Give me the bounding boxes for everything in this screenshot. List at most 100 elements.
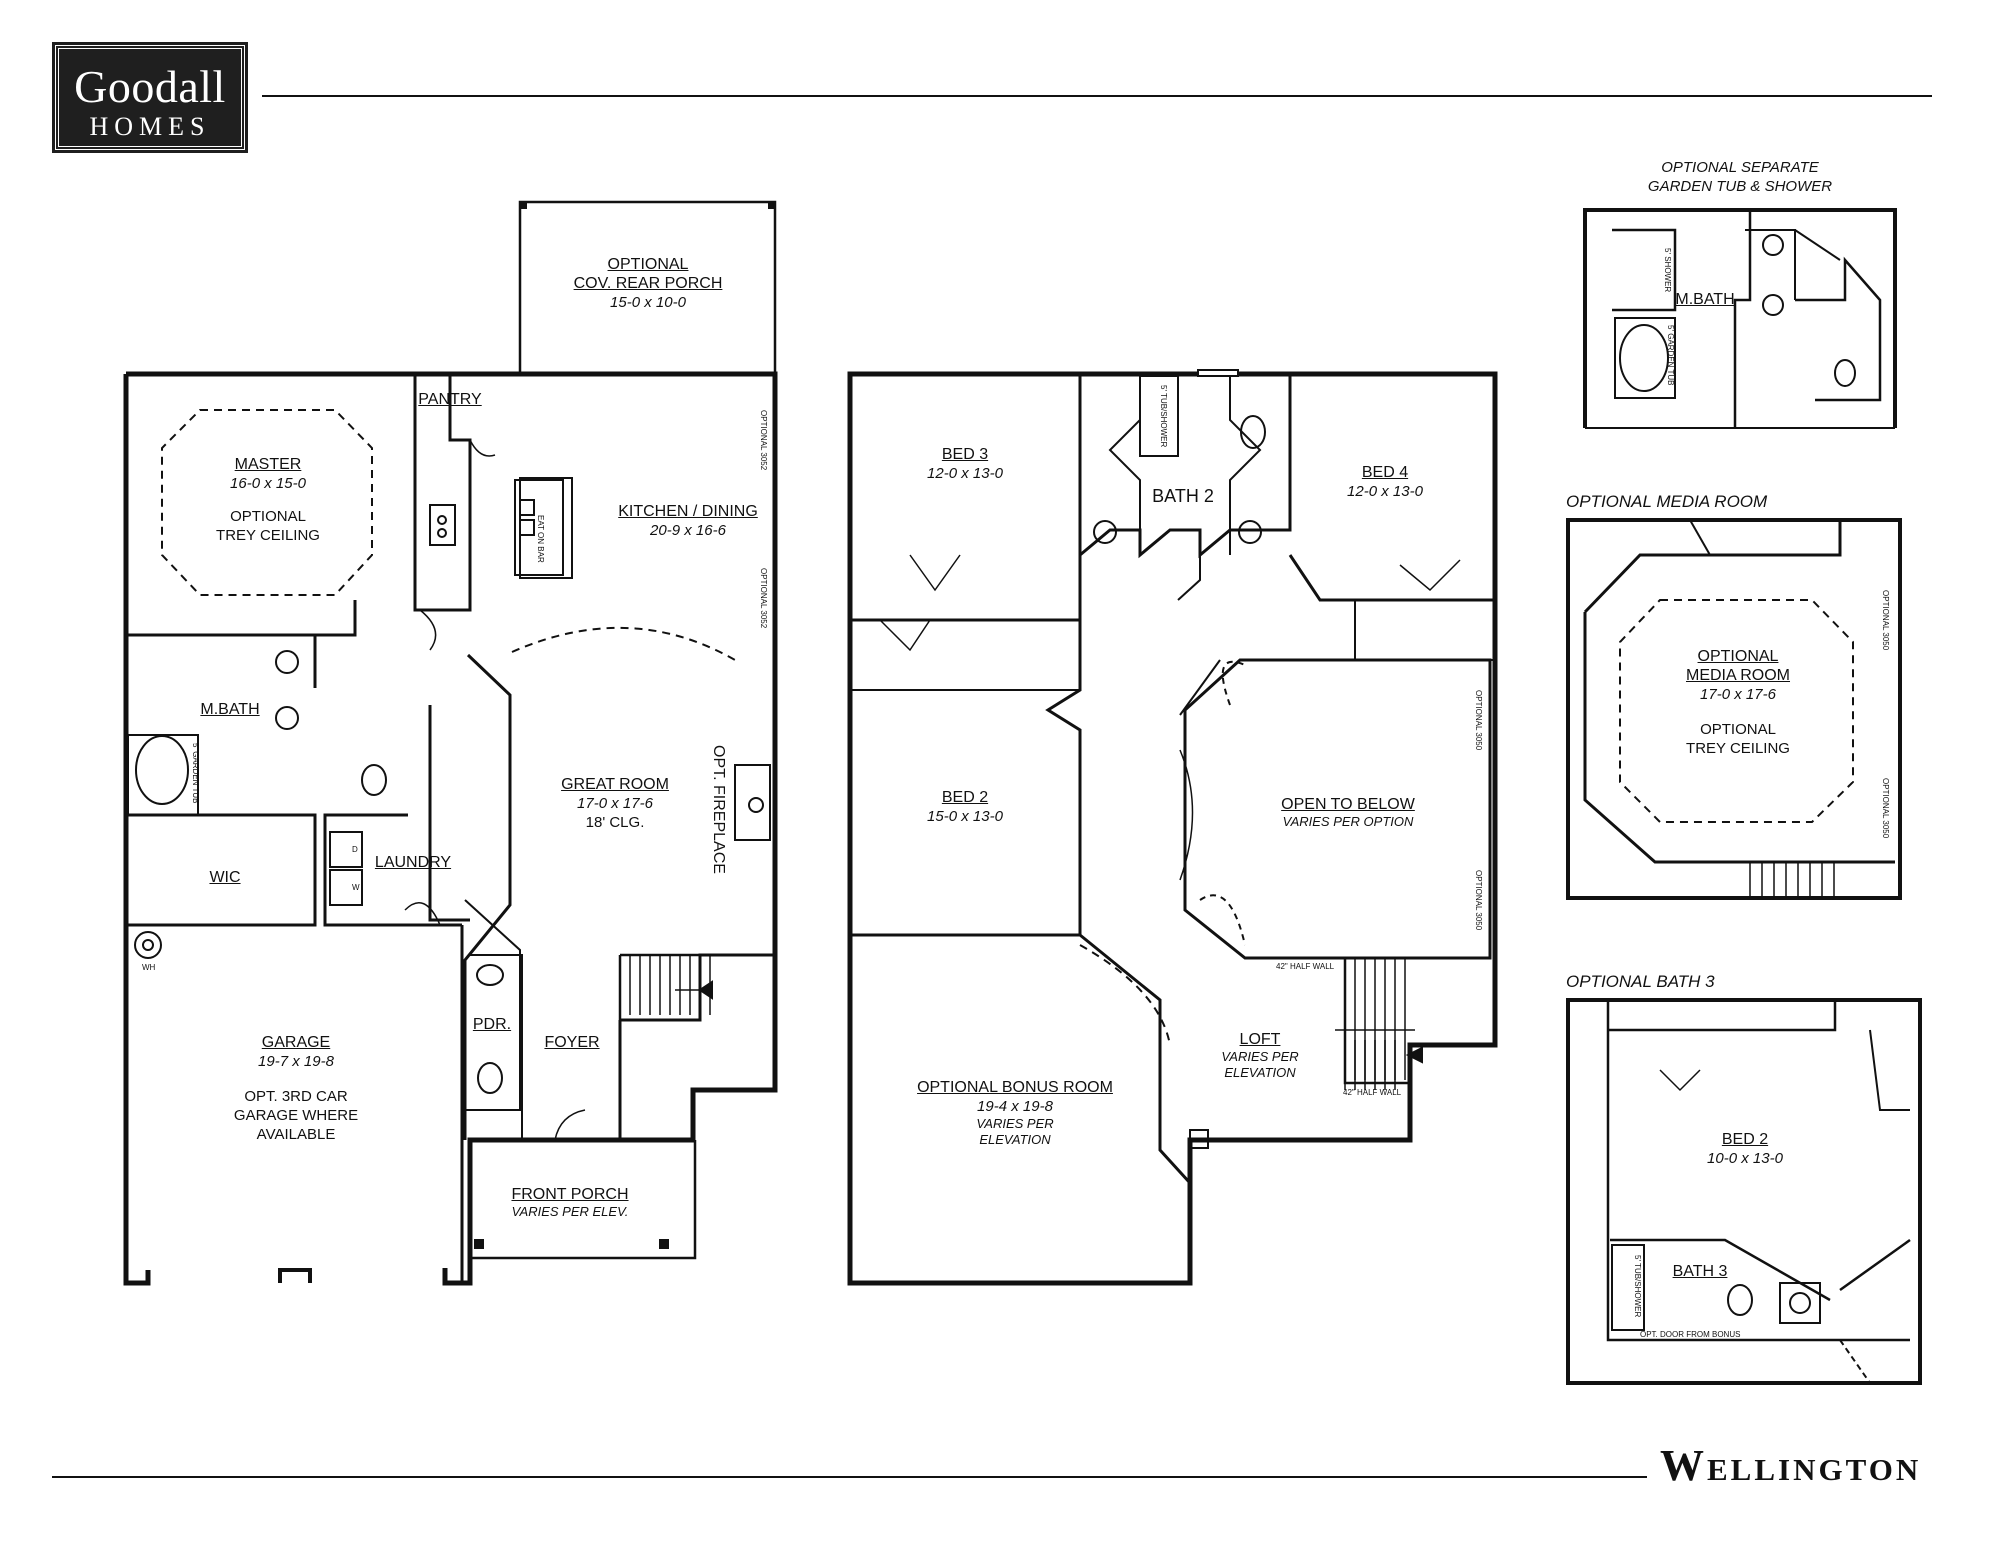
bed4-dim: 12-0 x 13-0 [1347,483,1423,500]
bottom-rule [52,1476,1647,1478]
master-label: MASTER 16-0 x 15-0 OPTIONAL TREY CEILING [216,455,320,545]
bath2-label: BATH 2 [1152,487,1214,506]
washer-label: W [352,883,360,892]
top-rule [262,95,1932,97]
rear-porch-line1: OPTIONAL [607,256,689,273]
bed3-name: BED 3 [941,446,989,463]
front-porch-name: FRONT PORCH [511,1186,629,1203]
brand-logo: Goodall HOMES [52,42,248,153]
bed3-dim: 12-0 x 13-0 [927,465,1003,482]
master-name: MASTER [234,456,302,473]
media-window-note-1: OPTIONAL 3050 [1881,590,1890,651]
wic-name: WIC [209,869,241,886]
garage-opt1: OPT. 3RD CAR [244,1088,348,1105]
bonus-dim: 19-4 x 19-8 [977,1098,1053,1115]
sep-tub-mbath-name: M.BATH [1675,291,1735,308]
open-below-label: OPEN TO BELOW VARIES PER OPTION [1281,795,1415,830]
foyer-name: FOYER [544,1034,600,1051]
sep-garden-tub-label: 5' GARDEN TUB [1666,325,1675,386]
kitchen-window-note-1: OPTIONAL 3052 [759,410,768,471]
kitchen-dim: 20-9 x 16-6 [650,522,726,539]
plan-title: Wellington [1660,1441,1922,1490]
media-dim: 17-0 x 17-6 [1700,686,1776,703]
open-below-name: OPEN TO BELOW [1281,796,1415,813]
loft-note2: ELEVATION [1224,1065,1296,1080]
garage-label: GARAGE 19-7 x 19-8 OPT. 3RD CAR GARAGE W… [234,1033,358,1144]
half-wall-label-2: 42" HALF WALL [1343,1088,1402,1097]
media-opt2: TREY CEILING [1686,740,1790,757]
front-porch-note: VARIES PER ELEV. [511,1204,629,1219]
garage-opt3: AVAILABLE [256,1126,336,1143]
pantry-name: PANTRY [418,391,482,408]
kitchen-name: KITCHEN / DINING [618,503,758,520]
rear-porch-dim: 15-0 x 10-0 [610,294,686,311]
bath3-bed-dim: 10-0 x 13-0 [1707,1150,1783,1167]
media-name1: OPTIONAL [1697,648,1779,665]
great-room-dim: 17-0 x 17-6 [577,795,653,812]
fireplace-label: OPT. FIREPLACE [710,745,727,874]
bonus-label: OPTIONAL BONUS ROOM 19-4 x 19-8 VARIES P… [917,1078,1113,1148]
media-heading: OPTIONAL MEDIA ROOM [1566,492,1768,511]
bonus-note1: VARIES PER [976,1116,1054,1131]
eat-on-bar-label: EAT ON BAR [536,515,545,563]
bed2-label: BED 2 15-0 x 13-0 [927,788,1003,826]
bonus-name: OPTIONAL BONUS ROOM [917,1079,1113,1096]
master-opt2: TREY CEILING [216,527,320,544]
great-room-name: GREAT ROOM [561,776,669,793]
bath3-name: BATH 3 [1672,1263,1728,1280]
media-name2: MEDIA ROOM [1685,667,1791,684]
kitchen-label: KITCHEN / DINING 20-9 x 16-6 [618,502,758,540]
rear-porch-line2: COV. REAR PORCH [573,275,723,292]
powder-name: PDR. [472,1016,512,1033]
water-heater-label: WH [142,963,156,972]
half-wall-label-1: 42" HALF WALL [1276,962,1335,971]
tub-shower-label: 5' TUB/SHOWER [1159,385,1168,448]
media-label: OPTIONAL MEDIA ROOM 17-0 x 17-6 OPTIONAL… [1686,647,1790,758]
garden-tub-label: 5' GARDEN TUB [191,743,200,804]
bath3-bed-name: BED 2 [1721,1131,1769,1148]
loft-name: LOFT [1239,1031,1281,1048]
brand-sub: HOMES [89,112,211,141]
window-note-upper-2: OPTIONAL 3050 [1474,870,1483,931]
dryer-label: D [352,845,358,854]
bed2-name: BED 2 [941,789,989,806]
garage-opt2: GARAGE WHERE [233,1107,359,1124]
master-opt1: OPTIONAL [230,508,306,525]
bath3-tub-label: 5' TUB/SHOWER [1633,1255,1642,1318]
sep-tub-heading-1: OPTIONAL SEPARATE [1661,159,1819,176]
sep-shower-label: 5' SHOWER [1663,248,1672,293]
wic-label: WIC [209,868,240,887]
sep-tub-mbath-label: M.BATH [1675,290,1734,309]
bed4-name: BED 4 [1361,464,1409,481]
bath3-label: BATH 3 [1673,1262,1728,1281]
laundry-label: LAUNDRY [375,853,451,872]
kitchen-window-note-2: OPTIONAL 3052 [759,568,768,629]
mbath-name: M.BATH [200,701,260,718]
powder-label: PDR. [473,1015,511,1034]
rear-porch-label: OPTIONAL COV. REAR PORCH 15-0 x 10-0 [574,255,723,312]
bath3-door-label: OPT. DOOR FROM BONUS [1640,1330,1741,1339]
sep-tub-heading: OPTIONAL SEPARATE GARDEN TUB & SHOWER [1648,158,1832,196]
open-below-note: VARIES PER OPTION [1282,814,1414,829]
loft-note1: VARIES PER [1221,1049,1299,1064]
mbath-label: M.BATH [200,700,259,719]
loft-label: LOFT VARIES PER ELEVATION [1221,1030,1298,1081]
garage-dim: 19-7 x 19-8 [258,1053,334,1070]
option-separate-tub-walls [1583,208,1897,429]
bath2-name: BATH 2 [1152,486,1214,506]
option-media-room-walls [1566,518,1902,900]
garage-name: GARAGE [261,1034,331,1051]
first-floor-walls [123,200,778,1286]
bonus-note2: ELEVATION [979,1132,1051,1147]
bath3-heading: OPTIONAL BATH 3 [1566,972,1715,991]
media-opt1: OPTIONAL [1700,721,1776,738]
foyer-label: FOYER [544,1033,599,1052]
second-floor-walls [847,369,1498,1286]
sep-tub-heading-2: GARDEN TUB & SHOWER [1647,178,1833,195]
pantry-label: PANTRY [418,390,481,409]
option-bath3-walls [1566,998,1922,1385]
laundry-name: LAUNDRY [374,854,452,871]
media-window-note-2: OPTIONAL 3050 [1881,778,1890,839]
bed4-label: BED 4 12-0 x 13-0 [1347,463,1423,501]
